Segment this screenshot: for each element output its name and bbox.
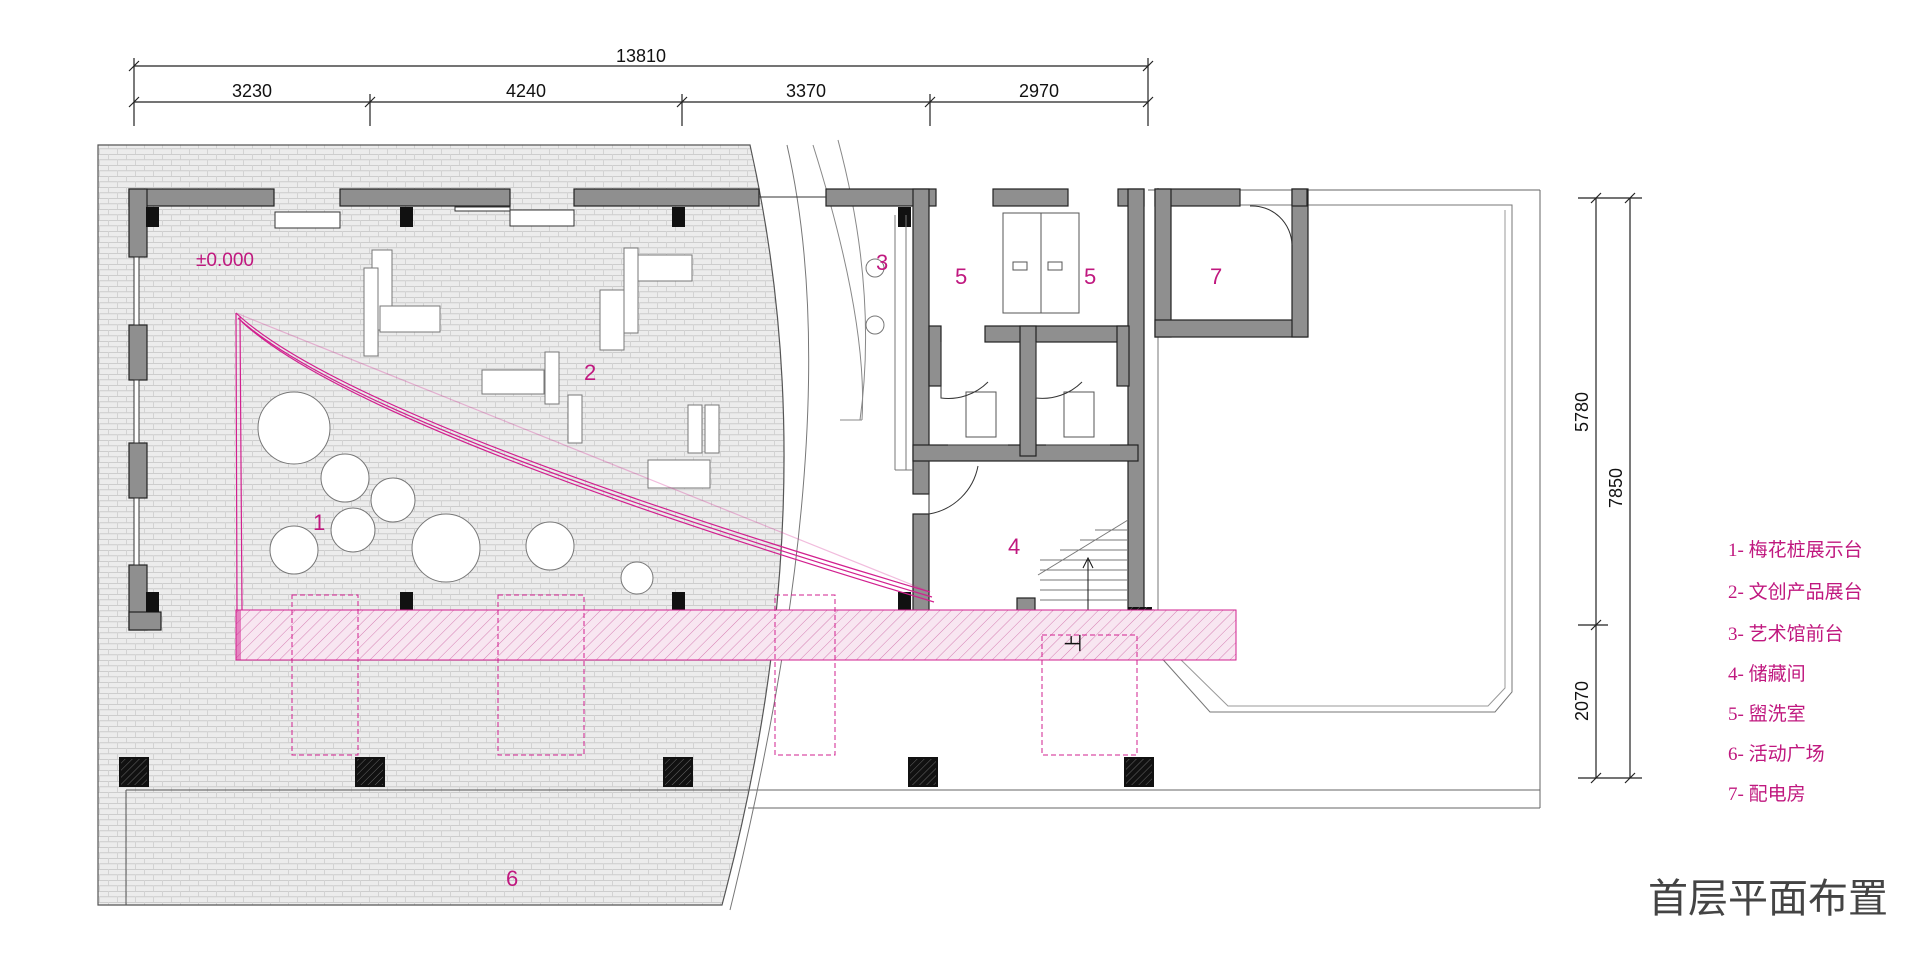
right-dimension-lines	[1578, 192, 1642, 784]
room-number-7: 7	[1210, 264, 1222, 289]
windows	[133, 196, 826, 566]
walls	[128, 188, 1309, 641]
total-width-dimension: 13810	[616, 46, 666, 66]
room-number-1: 1	[313, 510, 325, 535]
room-number-5-right: 5	[1084, 264, 1096, 289]
legend-item-5: 5- 盥洗室	[1728, 703, 1806, 725]
canopy-outline	[235, 312, 935, 613]
height-dimension-total: 7850	[1606, 468, 1626, 508]
product-display-tables	[363, 247, 720, 489]
room-number-6: 6	[506, 866, 518, 891]
washroom-fixtures	[948, 212, 1110, 446]
legend: 1- 梅花桩展示台 2- 文创产品展台 3- 艺术馆前台 4- 储藏间 5- 盥…	[1728, 539, 1863, 805]
width-dimension-3: 3370	[786, 81, 826, 101]
elevation-label: ±0.000	[196, 250, 254, 271]
legend-item-1: 1- 梅花桩展示台	[1728, 539, 1863, 561]
width-dimension-1: 3230	[232, 81, 272, 101]
outdoor-columns	[119, 757, 1154, 787]
stair-up-label: 上	[1064, 634, 1084, 652]
room-number-2: 2	[584, 360, 596, 385]
door-swings	[928, 205, 1293, 515]
room-number-5-left: 5	[955, 264, 967, 289]
plum-pile-circles	[257, 391, 654, 595]
legend-item-7: 7- 配电房	[1728, 783, 1806, 805]
legend-item-4: 4- 储藏间	[1728, 663, 1806, 685]
room-number-4: 4	[1008, 534, 1020, 559]
entrance-porch	[235, 594, 1237, 756]
height-dimension-lower: 2070	[1572, 681, 1592, 721]
legend-item-6: 6- 活动广场	[1728, 743, 1825, 765]
room-number-3: 3	[876, 250, 888, 275]
top-dimension-lines	[128, 58, 1154, 126]
height-dimension-upper: 5780	[1572, 392, 1592, 432]
legend-item-2: 2- 文创产品展台	[1728, 581, 1863, 603]
front-desk	[865, 215, 913, 471]
width-dimension-2: 4240	[506, 81, 546, 101]
drawing-title: 首层平面布置	[1648, 876, 1888, 922]
width-dimension-4: 2970	[1019, 81, 1059, 101]
stair	[1037, 519, 1129, 660]
legend-item-3: 3- 艺术馆前台	[1728, 623, 1844, 645]
